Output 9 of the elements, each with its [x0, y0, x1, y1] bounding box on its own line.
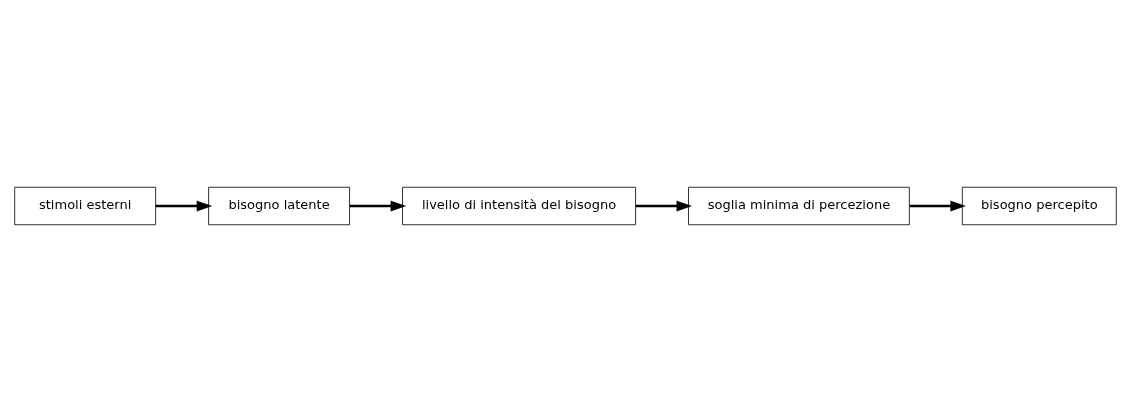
arrow — [909, 200, 966, 212]
node-box: bisogno percepito — [961, 186, 1117, 226]
node-box: livello di intensità del bisogno — [402, 186, 636, 226]
arrow — [635, 200, 693, 212]
arrow — [349, 200, 407, 212]
node-box: bisogno latente — [208, 186, 350, 226]
node-box: soglia minima di percezione — [688, 186, 910, 226]
arrow — [155, 200, 213, 212]
node-box: stimoli esterni — [14, 186, 157, 226]
